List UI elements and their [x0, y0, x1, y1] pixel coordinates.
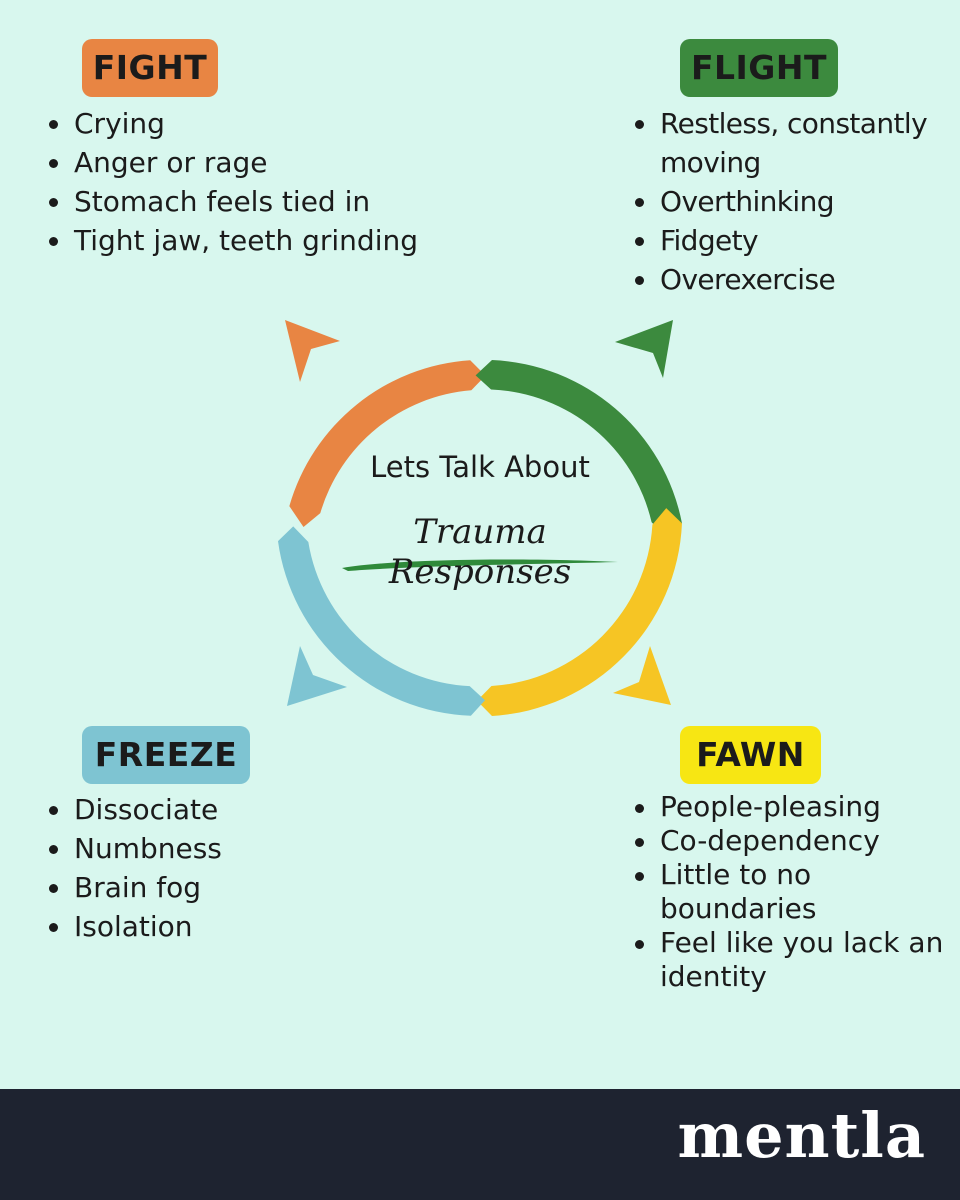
freeze-list: Dissociate Numbness Brain fog Isolation	[46, 790, 434, 946]
fight-arrowhead	[285, 320, 340, 382]
fawn-arrowhead	[613, 646, 671, 705]
fawn-badge: FAWN	[680, 726, 821, 784]
list-item: Brain fog	[49, 868, 434, 907]
title-underline	[342, 559, 618, 571]
fight-arc	[289, 360, 486, 527]
list-item: Overthinking	[635, 182, 960, 221]
list-item: Restless, constantly moving	[635, 104, 960, 182]
fight-list: Crying Anger or rage Stomach feels tied …	[46, 104, 434, 260]
list-item: Little to no boundaries	[635, 858, 960, 926]
list-item: Feel like you lack an identity	[635, 926, 960, 994]
freeze-arrowhead	[287, 646, 347, 706]
center-heading: Lets Talk About	[370, 450, 590, 484]
list-item: Isolation	[49, 907, 434, 946]
list-item: People-pleasing	[635, 790, 960, 824]
list-item: Co-dependency	[635, 824, 960, 858]
flight-list: Restless, constantly moving Overthinking…	[632, 104, 960, 299]
list-item: Overexercise	[635, 260, 960, 299]
list-item: Numbness	[49, 829, 434, 868]
mentla-logo: mentla	[677, 1099, 926, 1172]
freeze-badge: FREEZE	[82, 726, 250, 784]
center-title: Trauma Responses	[388, 512, 572, 592]
list-item: Fidgety	[635, 221, 960, 260]
list-item: Dissociate	[49, 790, 434, 829]
flight-arrowhead	[615, 320, 673, 378]
list-item: Tight jaw, teeth grinding	[49, 221, 434, 260]
flight-badge: FLIGHT	[680, 39, 838, 97]
footer-bar: mentla	[0, 1089, 960, 1200]
list-item: Anger or rage	[49, 143, 434, 182]
fawn-arc	[477, 508, 682, 716]
list-item: Crying	[49, 104, 434, 143]
cycle-diagram	[278, 320, 682, 716]
fight-badge: FIGHT	[82, 39, 218, 97]
list-item: Stomach feels tied in	[49, 182, 434, 221]
fawn-list: People-pleasing Co-dependency Little to …	[632, 790, 960, 994]
freeze-arc	[278, 526, 485, 716]
